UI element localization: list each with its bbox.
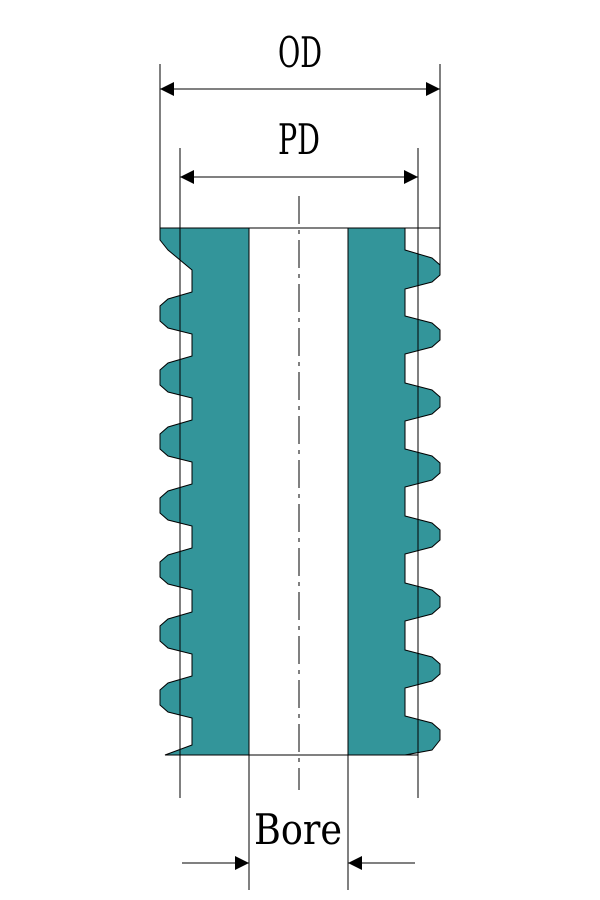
right-threaded-wall [347,227,441,756]
left-threaded-wall [159,227,250,756]
od-label: OD [278,28,322,77]
bore-label: Bore [254,805,342,854]
pd-label: PD [278,115,320,164]
